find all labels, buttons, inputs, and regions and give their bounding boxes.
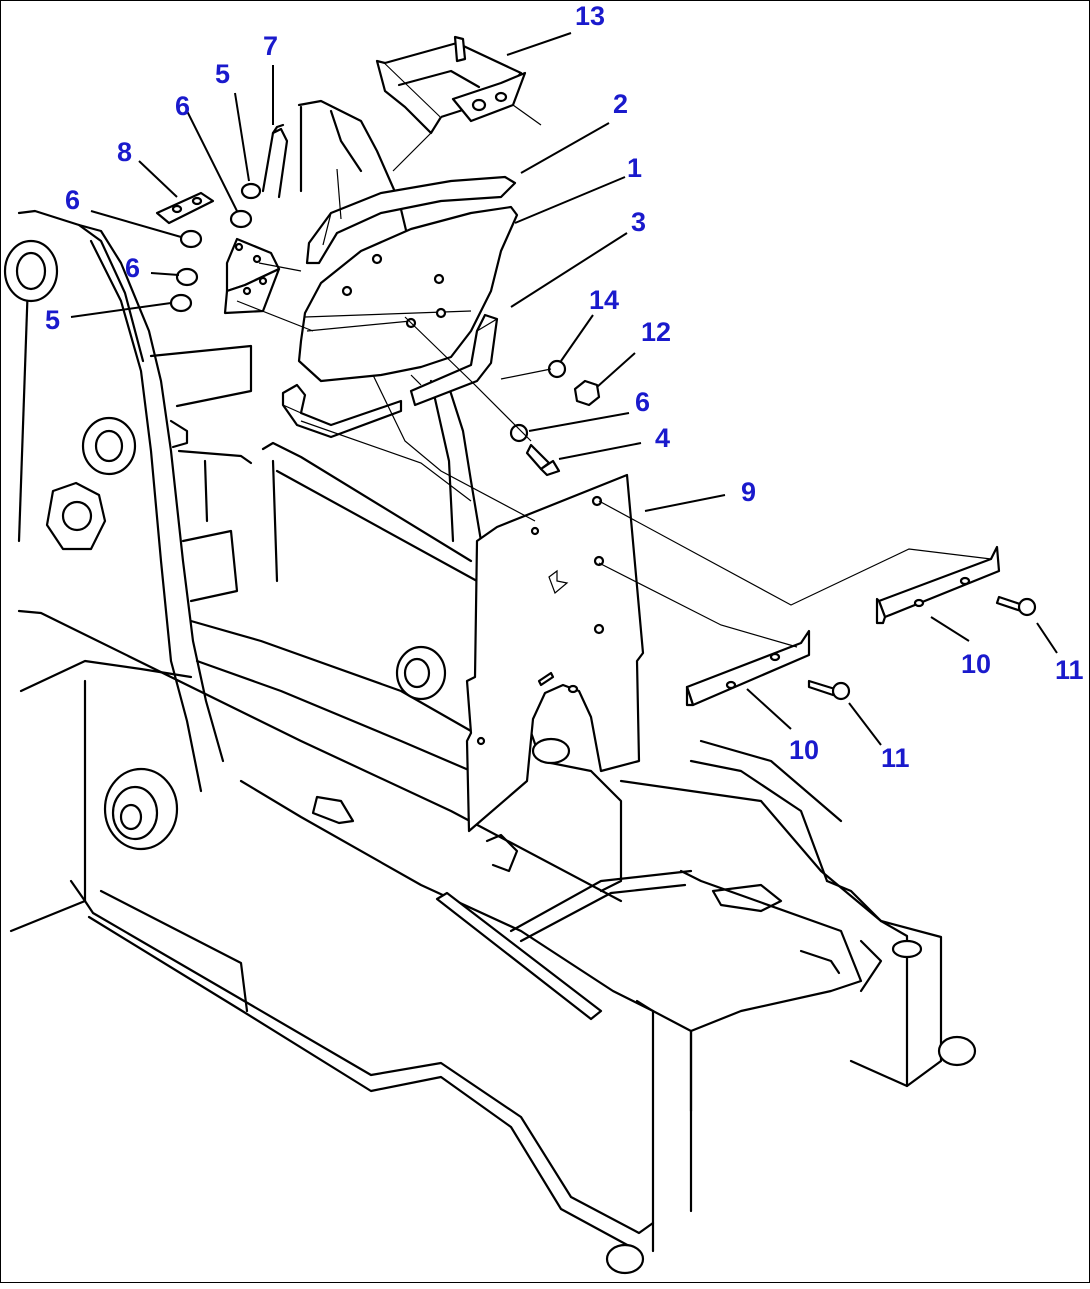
- callout-11-middle: 11: [881, 743, 910, 773]
- callout-8: 8: [117, 137, 132, 167]
- washer-6-right: [509, 423, 529, 443]
- leader-lines: [70, 32, 1058, 746]
- part-1-plate: [297, 205, 519, 383]
- nut-5-upper: [240, 182, 262, 200]
- callout-3: 3: [631, 207, 646, 237]
- part-11-bolt-middle: [807, 679, 851, 701]
- callout-6-right: 6: [635, 387, 650, 417]
- washer-6-middle: [175, 267, 199, 287]
- callout-6-left: 6: [65, 185, 80, 215]
- part-9-plate: [465, 473, 645, 833]
- main-frame: [3, 99, 977, 1275]
- washer-6-upper: [229, 209, 253, 229]
- part-8-clip: [155, 191, 215, 225]
- callout-5-lower: 5: [45, 305, 60, 335]
- nut-5-lower: [169, 293, 193, 313]
- part-13-bracket: [375, 35, 542, 172]
- callout-1: 1: [627, 153, 642, 183]
- callout-13: 13: [575, 1, 605, 31]
- callout-10-middle: 10: [789, 735, 819, 765]
- rear-right-pin: [891, 939, 923, 959]
- frame-bracket: [311, 795, 355, 825]
- part-10-strip-middle: [685, 629, 811, 707]
- callout-14: 14: [589, 285, 619, 315]
- callout-11-right: 11: [1055, 655, 1084, 685]
- callout-labels: 13 7 5 2 6 8 1 6 3 6 5 14 12 6 4 9 10 11…: [45, 1, 1084, 773]
- part-7-u-bolt: [261, 123, 289, 199]
- nuts-and-washers: [169, 182, 262, 313]
- callout-10-right: 10: [961, 649, 991, 679]
- part-2-cover-strip: [305, 168, 517, 265]
- front-bottom-eye: [605, 1243, 645, 1275]
- assembly-guide-lines: [236, 262, 992, 648]
- part-3-u-frame: [281, 313, 499, 439]
- part-11-bolt-right: [995, 595, 1037, 617]
- washer-6-left: [179, 229, 203, 249]
- callout-6-upper: 6: [175, 91, 190, 121]
- callout-12: 12: [641, 317, 671, 347]
- washer-14: [547, 359, 567, 379]
- nut-12: [573, 379, 601, 407]
- rear-right-eye: [937, 1035, 977, 1067]
- callout-9: 9: [741, 477, 756, 507]
- callout-2: 2: [613, 89, 628, 119]
- callout-7: 7: [263, 31, 278, 61]
- bracket-plate-upper-left: [223, 237, 281, 315]
- part-10-strip-right: [875, 545, 1001, 625]
- frame-rail-strip: [435, 891, 603, 1021]
- callout-5-upper: 5: [215, 59, 230, 89]
- right-fasteners: [509, 359, 601, 477]
- callout-4: 4: [655, 423, 670, 453]
- callout-6-middle: 6: [125, 253, 140, 283]
